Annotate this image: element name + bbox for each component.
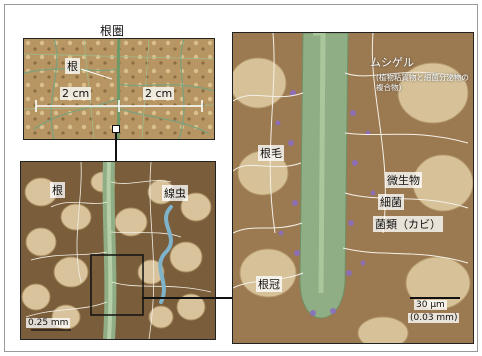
- field-view-illustration: [24, 39, 214, 139]
- fungi-label: 菌類（カビ）: [373, 216, 443, 232]
- field-root-label: 根: [65, 58, 80, 74]
- bacteria-label: 細菌: [378, 194, 404, 210]
- connector-a-b: [115, 133, 117, 161]
- nematode-label: 線虫: [162, 185, 188, 201]
- micro-scale-1: 30 μm: [414, 300, 447, 310]
- root-cap-label: 根冠: [256, 276, 282, 292]
- zoom-marker-a: [112, 125, 120, 133]
- closeup-scale-label: 0.25 mm: [26, 318, 70, 328]
- figure-title: 根圏: [100, 22, 124, 39]
- micro-scale-bar: [410, 297, 460, 299]
- mucigel-note-2: 複合物): [376, 82, 401, 93]
- microbes-label: 微生物: [385, 172, 422, 188]
- connector-b-c: [142, 297, 232, 299]
- field-scale-right: 2 cm: [143, 87, 174, 100]
- root-hair-label: 根毛: [258, 145, 284, 161]
- closeup-root-label: 根: [50, 182, 65, 198]
- field-scale-left: 2 cm: [60, 87, 91, 100]
- micro-scale-2: (0.03 mm): [408, 313, 459, 323]
- mucigel-label: ムシゲル: [370, 54, 414, 70]
